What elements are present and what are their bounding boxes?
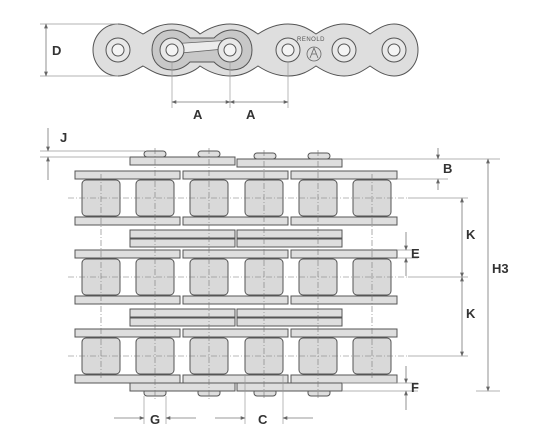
link-plate (290, 170, 398, 180)
link-plate (182, 249, 289, 259)
dimension-j: J (40, 128, 145, 180)
dimension-f: F (342, 366, 419, 410)
outer-plate-bottom (129, 382, 236, 392)
dimension-a: A A (171, 62, 289, 122)
pin-head (307, 152, 331, 160)
side-view-link-outline (92, 23, 419, 77)
dimension-h3: H3 (476, 158, 509, 392)
link-plate (182, 170, 289, 180)
link-plate (182, 328, 289, 338)
link-plate (182, 374, 289, 384)
label-h3: H3 (492, 261, 509, 276)
dimension-k: K K (408, 197, 476, 357)
label-k-upper: K (466, 227, 476, 242)
link-plate (290, 374, 398, 384)
link-plate (74, 328, 181, 338)
link-plate (290, 295, 398, 305)
side-view-pin (387, 43, 401, 57)
chain-side-view: RENOLD (92, 23, 419, 77)
intermediate-plate (129, 308, 236, 318)
intermediate-plate (129, 238, 236, 248)
link-plate (182, 216, 289, 226)
pin-centre-lines (100, 148, 373, 400)
intermediate-plate (129, 229, 236, 239)
label-g: G (150, 412, 160, 427)
label-k-lower: K (466, 306, 476, 321)
strand-1 (74, 170, 398, 226)
outer-plate-top (236, 158, 343, 168)
label-f: F (411, 380, 419, 395)
link-plate (74, 374, 181, 384)
strand-centre-lines (68, 197, 408, 357)
link-plate (290, 216, 398, 226)
brand-logo-mark (309, 46, 319, 59)
link-plate (290, 249, 398, 259)
pin-head (253, 152, 277, 160)
outer-plate-top (129, 156, 236, 166)
link-plate (182, 295, 289, 305)
dimension-b: B (342, 148, 500, 190)
outer-plate-bottom (236, 382, 343, 392)
link-plate (74, 295, 181, 305)
side-view-pins (105, 37, 407, 63)
intermediate-plates-2 (129, 308, 343, 327)
label-d: D (52, 43, 61, 58)
chain-top-view (68, 148, 408, 400)
side-view-pin (223, 43, 237, 57)
link-plate (74, 170, 181, 180)
label-j: J (60, 130, 67, 145)
intermediate-plate (236, 229, 343, 239)
side-view-pin (281, 43, 295, 57)
label-a-right: A (246, 107, 256, 122)
label-a-left: A (193, 107, 203, 122)
intermediate-plate (236, 308, 343, 318)
side-view-pin (337, 43, 351, 57)
link-plate (290, 328, 398, 338)
dimension-e: E (397, 232, 420, 276)
side-view-pin (111, 43, 125, 57)
label-e: E (411, 246, 420, 261)
label-b: B (443, 161, 452, 176)
intermediate-plates-1 (129, 229, 343, 248)
link-plate (74, 249, 181, 259)
brand-text: RENOLD (297, 37, 325, 43)
intermediate-plate (236, 238, 343, 248)
dimension-g: G (114, 396, 196, 427)
intermediate-plate (129, 317, 236, 327)
link-plate (74, 216, 181, 226)
dimension-c: C (215, 374, 313, 427)
side-view-pin (165, 43, 179, 57)
dimension-d: D (40, 23, 118, 77)
label-c: C (258, 412, 268, 427)
intermediate-plate (236, 317, 343, 327)
